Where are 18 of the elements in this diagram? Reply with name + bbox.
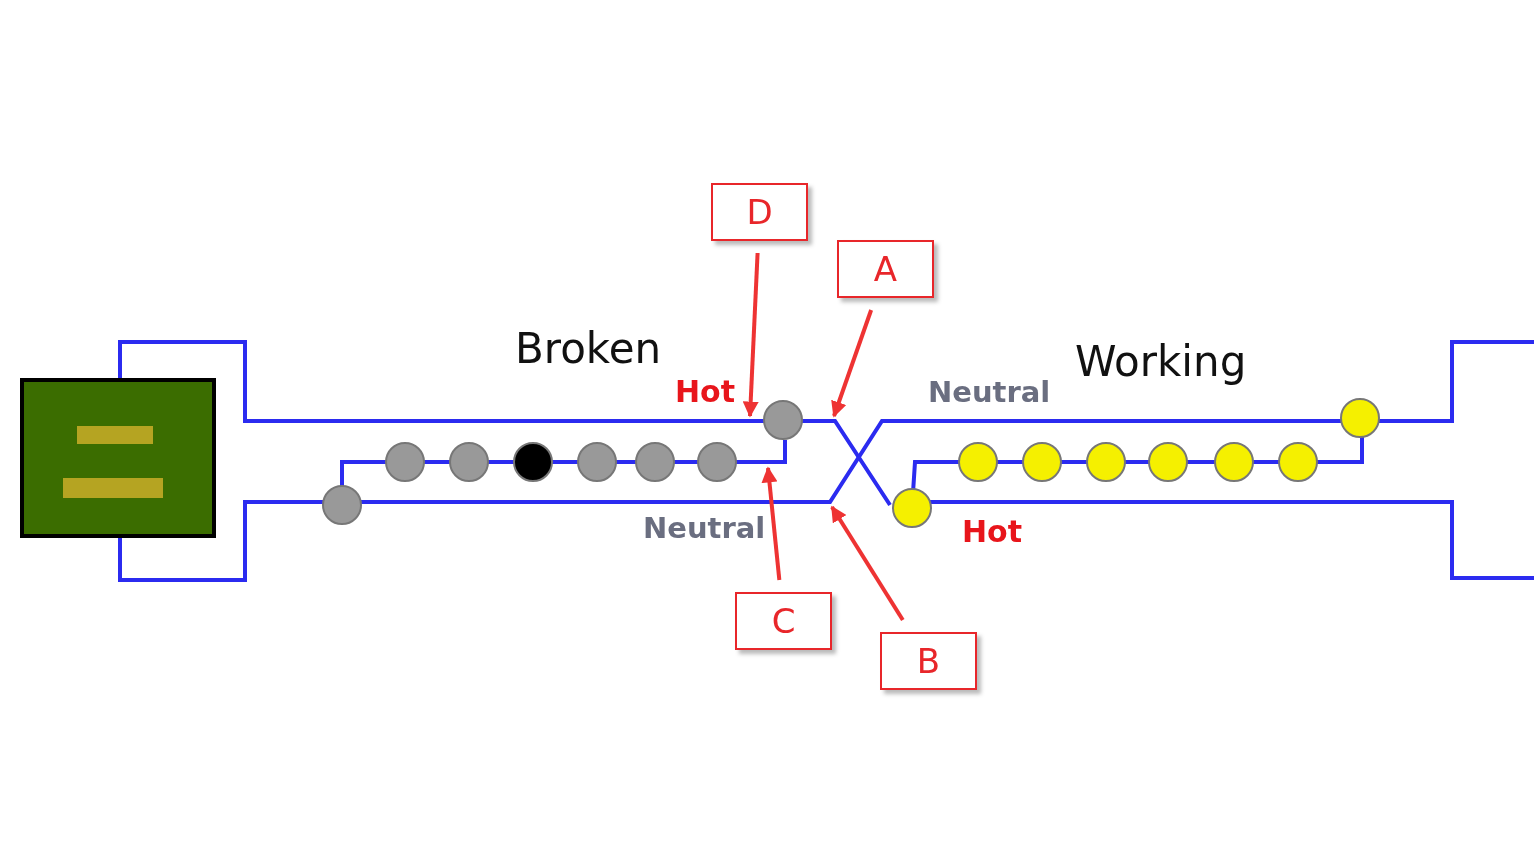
callout-letter: D bbox=[746, 195, 773, 229]
callout-letter: B bbox=[916, 644, 941, 678]
callout-box bbox=[711, 183, 808, 241]
wire-label: Neutral bbox=[928, 378, 1051, 407]
callout-letter: C bbox=[771, 604, 796, 638]
wire-label: Hot bbox=[962, 517, 1023, 547]
arrow bbox=[831, 309, 874, 418]
circuit-label: Working bbox=[1075, 341, 1247, 383]
arrow bbox=[761, 466, 782, 581]
wire-label: Hot bbox=[675, 377, 736, 407]
callout-letter: A bbox=[873, 252, 898, 286]
circuit-label: Broken bbox=[515, 328, 662, 370]
arrow bbox=[742, 252, 760, 418]
arrow bbox=[830, 505, 905, 622]
callout-box bbox=[880, 632, 977, 690]
callout-box bbox=[837, 240, 934, 298]
wire-label: Neutral bbox=[643, 514, 766, 543]
callout-box bbox=[735, 592, 832, 650]
